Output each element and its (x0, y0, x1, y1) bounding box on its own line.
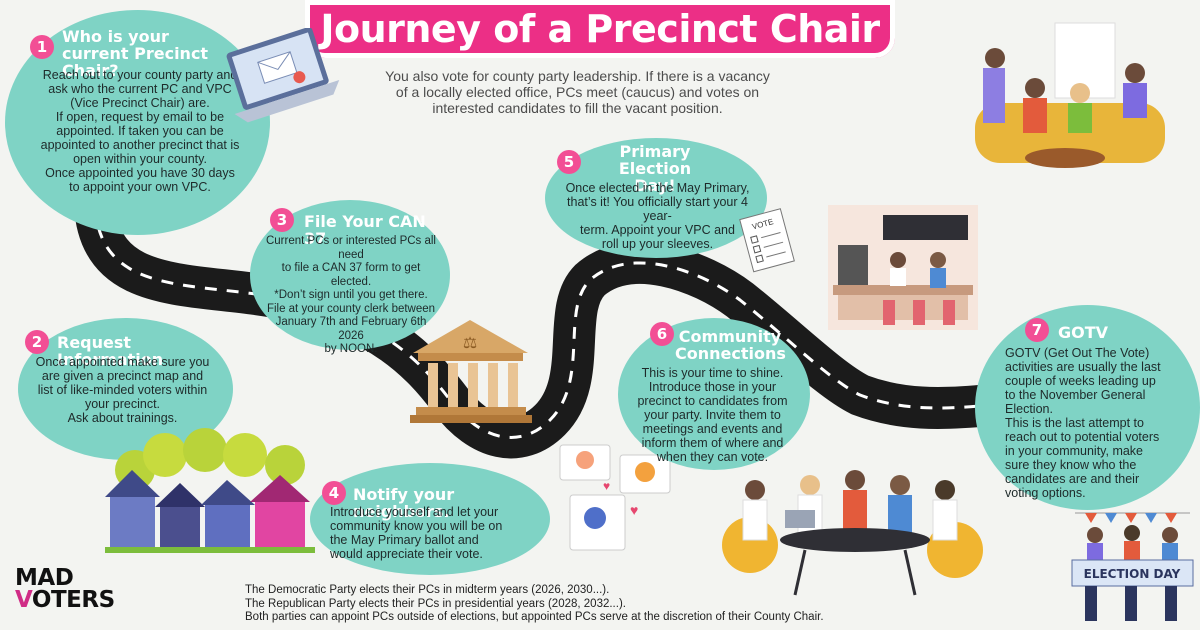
logo-v: V (15, 587, 32, 613)
step-3-text: Current PCs or interested PCs all need t… (262, 235, 440, 357)
text-line: voting options. (1005, 486, 1086, 500)
text-line: your party. Invite them to (644, 408, 781, 422)
text-line: Introduce yourself and let your (330, 505, 499, 519)
step-7-text: GOTV (Get Out The Vote) activities are u… (1005, 346, 1165, 500)
step-2-number: 2 (25, 330, 49, 354)
text-line: This is the last attempt to (1005, 416, 1144, 430)
text-line: open within your county. (73, 152, 207, 166)
step-1-title: Who is your current Precinct Chair? (62, 27, 209, 80)
step-4-number: 4 (322, 481, 346, 505)
meeting-table-illustration (722, 470, 983, 596)
text-line: GOTV (Get Out The Vote) (1005, 346, 1150, 360)
text-line: when they can vote. (656, 450, 769, 464)
step-5-text: Once elected in the May Primary, that’s … (560, 181, 755, 251)
text-line: sure they know who the (1005, 458, 1137, 472)
text-line: Once elected in the May Primary, (565, 181, 750, 195)
text-line: Once appointed you have 30 days (45, 166, 235, 180)
text-line: candidates are and their (1005, 472, 1140, 486)
logo-line-2: OTERS (31, 587, 115, 613)
text-line: inform them of where and (641, 436, 784, 450)
text-line: Ask about trainings. (67, 411, 178, 425)
step-6-text: This is your time to shine. Introduce th… (625, 366, 800, 464)
step-7-title: GOTV (1058, 323, 1109, 342)
svg-text:♥: ♥ (630, 502, 638, 518)
text-line: your precinct. (84, 397, 161, 411)
text-line: in your community, make (1005, 444, 1144, 458)
footer-line: The Democratic Party elects their PCs in… (245, 584, 610, 596)
title-banner: Journey of a Precinct Chair (305, 0, 895, 58)
text-line: to the November General (1005, 388, 1146, 402)
step-4-bubble (310, 463, 550, 575)
text-line: term. Appoint your VPC and (580, 223, 735, 237)
text-line: If open, request by email to be (55, 110, 225, 124)
page-title: Journey of a Precinct Chair (320, 7, 880, 51)
text-line: roll up your sleeves. (601, 237, 714, 251)
logo-line-1: MAD (15, 565, 74, 591)
vote-sign-icon: VOTE (739, 208, 795, 273)
text-line: by NOON. (324, 343, 378, 355)
step-1-text: Reach out to your county party and ask w… (25, 68, 255, 194)
text-line: precinct to candidates from (637, 394, 788, 408)
text-line: Current PCs or interested PCs all need (265, 235, 436, 261)
text-line: community know you will be on (330, 519, 503, 533)
text-line: list of like-minded voters within (37, 383, 208, 397)
step-1-number: 1 (30, 35, 54, 59)
step-6-number: 6 (650, 322, 674, 346)
footer-line: Both parties can appoint PCs outside of … (245, 611, 824, 623)
subtitle-text: You also vote for county party leadershi… (385, 68, 770, 116)
text-line: meetings and events and (642, 422, 783, 436)
text-line: Introduce those in your (648, 380, 777, 394)
text-line: Election. (1005, 402, 1053, 416)
step-6-title: Community Connections (675, 327, 786, 363)
step-2-title: Request Information (57, 333, 164, 369)
step-3-number: 3 (270, 208, 294, 232)
step-3-title: File Your CAN 37 (304, 212, 426, 248)
cafe-illustration (828, 205, 978, 330)
step-5-title: Primary Election Day! (618, 142, 692, 195)
text-line: January 7th and February 6th 2026 (275, 316, 427, 342)
step-4-text: Introduce yourself and let your communit… (330, 505, 530, 561)
text-line: that’s it! You officially start your 4 y… (567, 195, 748, 223)
text-line: *Don’t sign until you get there. (274, 289, 428, 301)
step-2-text: Once appointed make sure you are given a… (30, 355, 215, 425)
mad-voters-logo: MAD VOTERS (15, 565, 115, 613)
text-line: activities are usually the last (1005, 360, 1161, 374)
text-line: the May Primary ballot and (330, 533, 479, 547)
courthouse-icon: ⚖ (410, 320, 532, 423)
text-line: appointed to another precinct that is (40, 138, 240, 152)
election-day-people-illustration: ELECTION DAY (1071, 512, 1194, 621)
svg-text:⚖: ⚖ (463, 335, 477, 352)
step-4-title: Notify your neighbors. (353, 485, 455, 521)
text-line: reach out to potential voters (1005, 430, 1160, 444)
step-6-bubble (618, 318, 810, 470)
text-line: File at your county clerk between (266, 302, 436, 315)
text-line: to file a CAN 37 form to get elected. (281, 262, 421, 288)
text-line: This is your time to shine. (641, 366, 784, 380)
step-7-number: 7 (1025, 318, 1049, 342)
step-5-number: 5 (557, 150, 581, 174)
text-line: Reach out to your county party and (42, 68, 238, 82)
text-line: couple of weeks leading up (1005, 374, 1156, 388)
text-line: Once appointed make sure you (35, 355, 210, 369)
svg-text:♥: ♥ (603, 479, 610, 493)
footer-notes: The Democratic Party elects their PCs in… (245, 584, 885, 625)
text-line: ask who the current PC and VPC (48, 82, 232, 96)
step-5-bubble (545, 138, 767, 258)
text-line: appointed. If taken you can be (56, 124, 224, 138)
footer-line: The Republican Party elects their PCs in… (245, 597, 626, 610)
social-media-illustration: ♥ ♥ (559, 444, 671, 551)
text-line: (Vice Precinct Chair) are. (70, 96, 210, 110)
text-line: would appreciate their vote. (330, 547, 483, 561)
houses-illustration (105, 428, 315, 553)
people-party-illustration (975, 22, 1165, 168)
text-line: to appoint your own VPC. (69, 180, 211, 194)
laptop-mail-icon (226, 28, 340, 123)
election-day-banner-text: ELECTION DAY (1084, 567, 1181, 581)
step-7-bubble (975, 305, 1200, 510)
text-line: are given a precinct map and (41, 369, 204, 383)
